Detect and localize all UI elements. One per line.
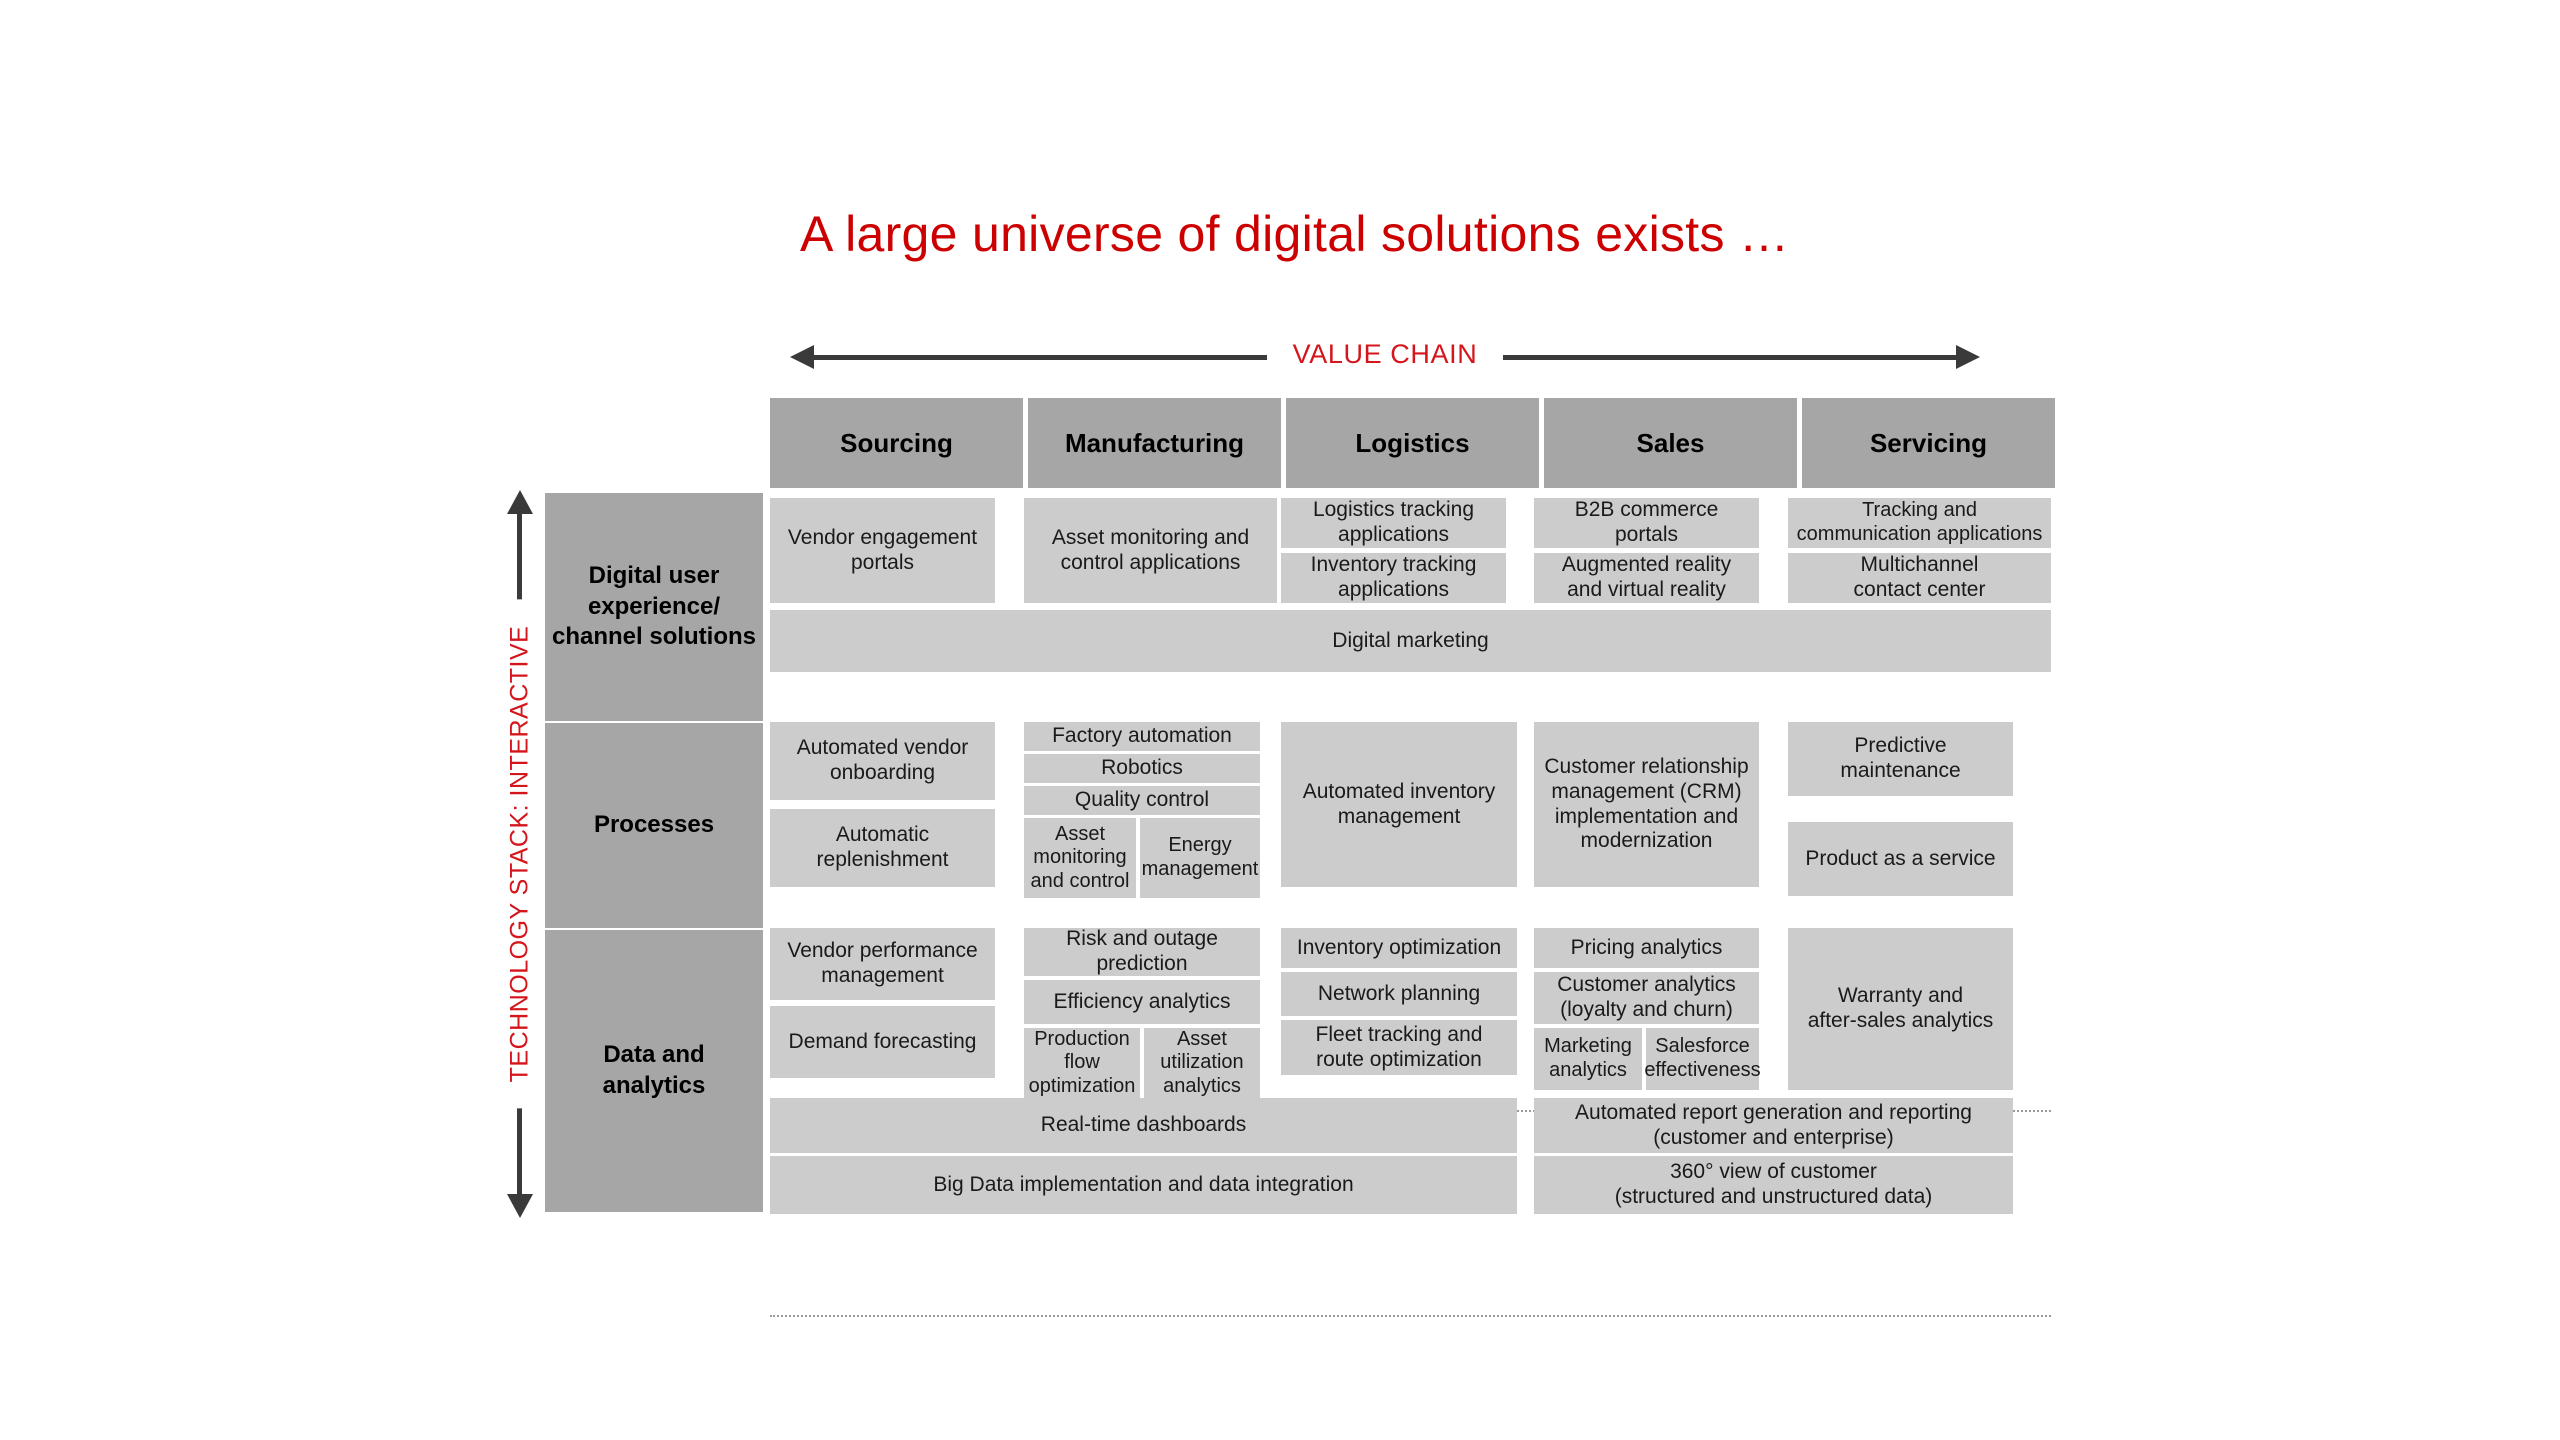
cell-sales-pricing-analytics[interactable]: Pricing analytics [1534,928,1759,968]
cell-manufacturing-quality-control[interactable]: Quality control [1024,786,1260,815]
cell-logistics-inventory-optimization[interactable]: Inventory optimization [1281,928,1517,968]
technology-stack-label: TECHNOLOGY STACK: INTERACTIVE [501,599,539,1109]
cell-span-digital-marketing[interactable]: Digital marketing [770,610,2051,672]
row-label-processes: Processes [545,723,763,928]
arrow-left-icon [790,345,814,369]
value-chain-label-text: VALUE CHAIN [1266,339,1504,369]
cell-span-automated-report-generation[interactable]: Automated report generation and reportin… [1534,1098,2013,1153]
column-header-logistics: Logistics [1286,398,1539,488]
column-header-sales: Sales [1544,398,1797,488]
cell-manufacturing-robotics[interactable]: Robotics [1024,754,1260,783]
arrow-down-icon [507,1194,533,1218]
cell-logistics-network-planning[interactable]: Network planning [1281,972,1517,1016]
arrow-up-icon [507,490,533,514]
cell-manufacturing-efficiency-analytics[interactable]: Efficiency analytics [1024,980,1260,1024]
value-chain-axis: VALUE CHAIN [790,337,1980,377]
cell-span-real-time-dashboards[interactable]: Real-time dashboards [770,1098,1517,1153]
cell-servicing-predictive-maintenance[interactable]: Predictive maintenance [1788,722,2013,796]
matrix-column-headers: Sourcing Manufacturing Logistics Sales S… [770,398,2055,488]
arrow-right-icon [1956,345,1980,369]
column-header-servicing: Servicing [1802,398,2055,488]
cell-servicing-product-as-a-service[interactable]: Product as a service [1788,822,2013,896]
technology-stack-axis: TECHNOLOGY STACK: INTERACTIVE [496,490,544,1218]
column-header-manufacturing: Manufacturing [1028,398,1281,488]
cell-sourcing-demand-forecasting[interactable]: Demand forecasting [770,1006,995,1078]
cell-manufacturing-factory-automation[interactable]: Factory automation [1024,722,1260,751]
row-separator [770,1315,2051,1317]
cell-span-big-data-implementation[interactable]: Big Data implementation and data integra… [770,1156,1517,1214]
page-title: A large universe of digital solutions ex… [800,206,1790,262]
value-chain-label: VALUE CHAIN [790,339,1980,370]
cell-span-360-view-of-customer[interactable]: 360° view of customer(structured and uns… [1534,1156,2013,1214]
column-header-sourcing: Sourcing [770,398,1023,488]
cell-sales-customer-analytics[interactable]: Customer analytics(loyalty and churn) [1534,972,1759,1024]
